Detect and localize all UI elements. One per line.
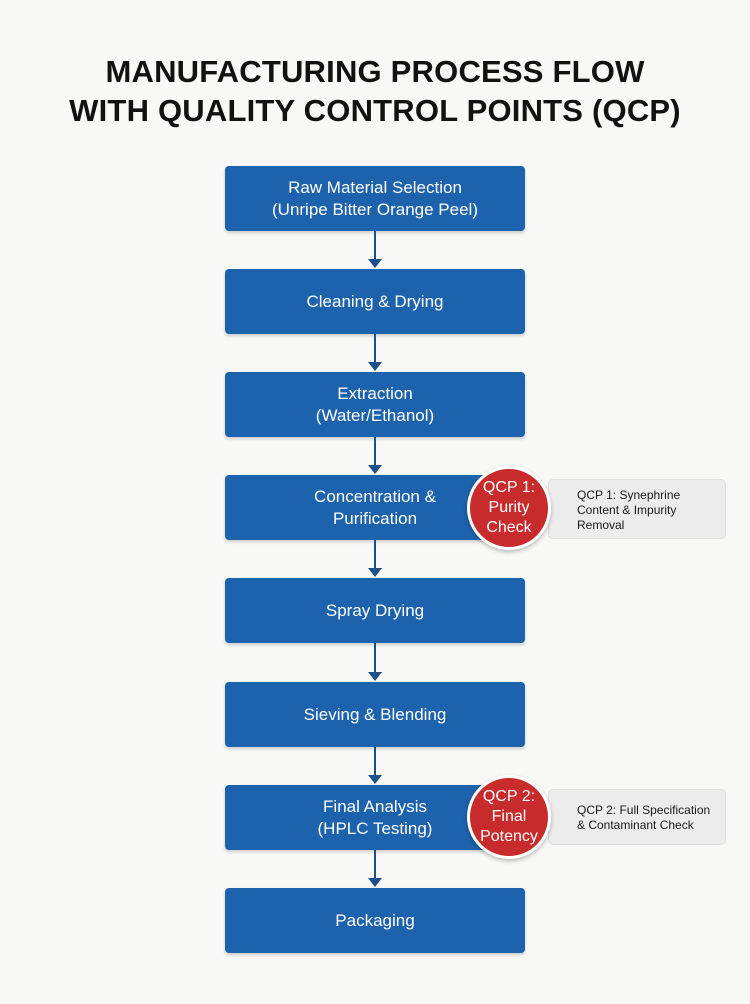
step-raw-material-selection: Raw Material Selection (Unripe Bitter Or… bbox=[225, 166, 525, 231]
step-label: Sieving & Blending bbox=[303, 704, 447, 724]
step-sublabel: Purification bbox=[332, 508, 418, 528]
arrow-shaft bbox=[374, 850, 376, 880]
arrow-head-icon bbox=[368, 568, 382, 577]
step-label: Extraction bbox=[337, 383, 413, 403]
qcp-badge-line: QCP 1: bbox=[482, 479, 536, 496]
arrow-shaft bbox=[374, 643, 376, 674]
step-label: Final Analysis bbox=[323, 796, 427, 816]
arrow-head-icon bbox=[368, 878, 382, 887]
step-packaging: Packaging bbox=[225, 888, 525, 953]
flow-arrow-4 bbox=[368, 540, 382, 578]
step-label: Raw Material Selection bbox=[288, 177, 462, 197]
arrow-head-icon bbox=[368, 465, 382, 474]
step-spray-drying: Spray Drying bbox=[225, 578, 525, 643]
arrow-shaft bbox=[374, 334, 376, 364]
step-sieving-blending: Sieving & Blending bbox=[225, 682, 525, 747]
flow-arrow-6 bbox=[368, 747, 382, 785]
arrow-head-icon bbox=[368, 362, 382, 371]
arrow-shaft bbox=[374, 747, 376, 777]
qcp-note-line: QCP 2: Full Specification bbox=[577, 803, 711, 817]
arrow-head-icon bbox=[368, 775, 382, 784]
qcp-2-badge: QCP 2: Final Potency bbox=[467, 775, 551, 859]
flow-arrow-7 bbox=[368, 850, 382, 888]
arrow-head-icon bbox=[368, 259, 382, 268]
step-label: Concentration & bbox=[314, 486, 436, 506]
step-extraction: Extraction (Water/Ethanol) bbox=[225, 372, 525, 437]
step-sublabel: (Water/Ethanol) bbox=[315, 405, 435, 425]
qcp-note-line: & Contaminant Check bbox=[577, 818, 694, 832]
qcp-note-line: Removal bbox=[577, 518, 625, 532]
flow-arrow-1 bbox=[368, 231, 382, 269]
qcp-badge-line: QCP 2: bbox=[482, 788, 536, 805]
title-line-2: WITH QUALITY CONTROL POINTS (QCP) bbox=[69, 93, 681, 128]
qcp-2-note: QCP 2: Full Specification & Contaminant … bbox=[548, 789, 726, 845]
qcp-note-line: QCP 1: Synephrine bbox=[577, 488, 681, 502]
qcp-note-line: Content & Impurity bbox=[577, 503, 677, 517]
qcp-badge-line: Purity bbox=[488, 499, 530, 516]
arrow-shaft bbox=[374, 231, 376, 261]
flow-arrow-2 bbox=[368, 334, 382, 372]
diagram-title: MANUFACTURING PROCESS FLOW WITH QUALITY … bbox=[0, 52, 750, 130]
qcp-1-note: QCP 1: Synephrine Content & Impurity Rem… bbox=[548, 479, 726, 539]
step-label: Cleaning & Drying bbox=[306, 291, 444, 311]
qcp-badge-line: Potency bbox=[480, 828, 538, 845]
flow-arrow-5 bbox=[368, 643, 382, 682]
title-line-1: MANUFACTURING PROCESS FLOW bbox=[105, 54, 645, 89]
arrow-shaft bbox=[374, 437, 376, 467]
step-label: Spray Drying bbox=[325, 600, 425, 620]
arrow-head-icon bbox=[368, 672, 382, 681]
arrow-shaft bbox=[374, 540, 376, 570]
qcp-1-badge: QCP 1: Purity Check bbox=[467, 466, 551, 550]
step-sublabel: (HPLC Testing) bbox=[317, 818, 433, 838]
flow-arrow-3 bbox=[368, 437, 382, 475]
step-sublabel: (Unripe Bitter Orange Peel) bbox=[272, 199, 478, 219]
qcp-badge-line: Check bbox=[486, 519, 532, 536]
step-label: Packaging bbox=[335, 910, 415, 930]
step-cleaning-drying: Cleaning & Drying bbox=[225, 269, 525, 334]
qcp-badge-line: Final bbox=[491, 808, 527, 825]
